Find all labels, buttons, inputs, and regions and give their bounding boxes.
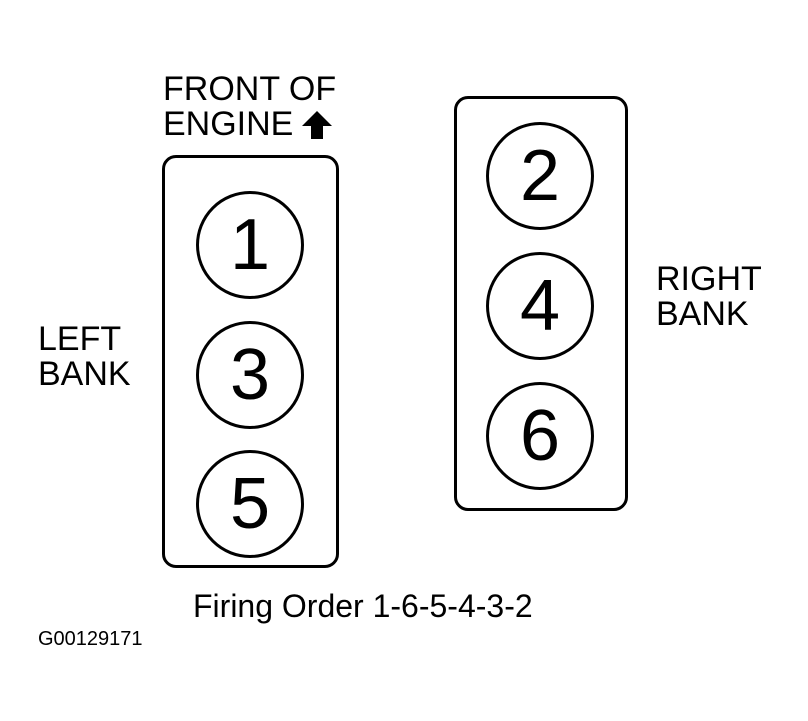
front-label-line2-text: ENGINE bbox=[163, 105, 294, 143]
cylinder-2: 2 bbox=[486, 122, 594, 230]
cylinder-6: 6 bbox=[486, 382, 594, 490]
left-bank-label-line1: LEFT bbox=[38, 320, 122, 358]
firing-order-caption: Firing Order 1-6-5-4-3-2 bbox=[193, 588, 533, 624]
cylinder-4: 4 bbox=[486, 252, 594, 360]
cylinder-1: 1 bbox=[196, 191, 304, 299]
front-of-engine-label: FRONT OF ENGINE bbox=[163, 72, 336, 142]
left-bank-label-line2: BANK bbox=[38, 355, 131, 393]
left-bank-label: LEFT BANK bbox=[38, 322, 131, 392]
front-label-line1: FRONT OF bbox=[163, 70, 337, 108]
left-bank-box: 1 3 5 bbox=[162, 155, 339, 568]
front-label-line2: ENGINE bbox=[163, 107, 336, 142]
up-arrow-icon bbox=[302, 110, 333, 139]
right-bank-label: RIGHT BANK bbox=[656, 262, 762, 332]
cylinder-3: 3 bbox=[196, 321, 304, 429]
cylinder-5: 5 bbox=[196, 450, 304, 558]
figure-id: G00129171 bbox=[38, 628, 143, 650]
right-bank-label-line1: RIGHT bbox=[656, 260, 762, 298]
right-bank-label-line2: BANK bbox=[656, 295, 749, 333]
right-bank-box: 2 4 6 bbox=[454, 96, 628, 511]
